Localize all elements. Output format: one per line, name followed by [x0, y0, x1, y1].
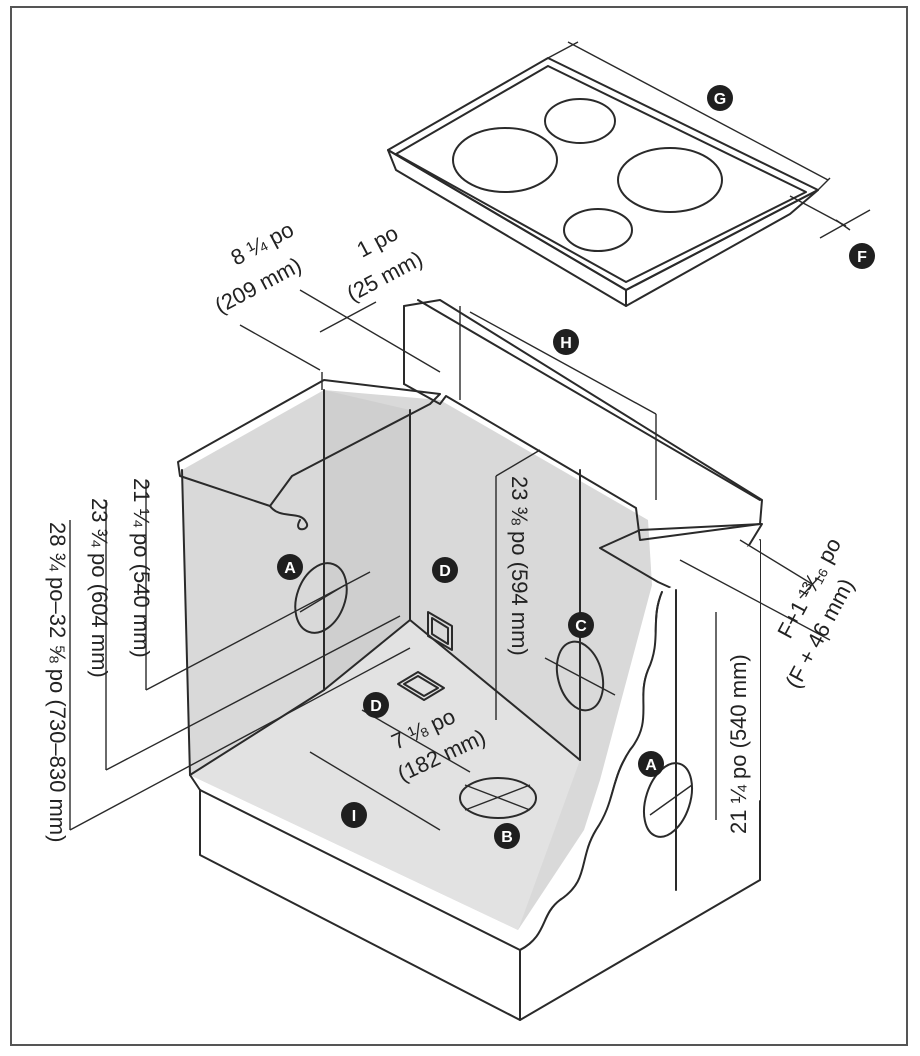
callout-i: I [341, 802, 367, 828]
callout-h: H [553, 329, 579, 355]
burner-small-front [563, 208, 633, 252]
hole-a-left [294, 562, 348, 634]
callout-f-text: F [857, 249, 867, 266]
callout-a-right-text: A [645, 757, 657, 774]
callout-d-floor: D [363, 692, 389, 718]
callout-b: B [494, 823, 520, 849]
countertop-left [177, 379, 441, 507]
cabinet [177, 299, 763, 1021]
label-height-left-3: 28 ¾ po–32 ⅝ po (730–830 mm) [45, 522, 70, 842]
outlet-d-back [427, 611, 453, 651]
cooktop-right-side [625, 189, 819, 307]
countertop-back-strip [403, 299, 763, 541]
callout-i-text: I [352, 808, 356, 825]
label-height-left-1: 21 ¼ po (540 mm) [129, 478, 154, 658]
callout-a-left: A [277, 554, 303, 580]
callout-g-text: G [714, 91, 726, 108]
callout-d-floor-text: D [370, 698, 382, 715]
label-gap-mm: (25 mm) [343, 246, 427, 307]
dimension-g [547, 41, 831, 191]
cooktop-inner-edge [395, 65, 807, 283]
dimension-lines [69, 289, 831, 831]
burner-large-right [617, 147, 723, 213]
dimension-f [789, 195, 871, 239]
burner-small-back [544, 98, 616, 144]
callout-c: C [568, 612, 594, 638]
callout-b-text: B [501, 829, 513, 846]
callout-f: F [849, 243, 875, 269]
diagram-frame [10, 6, 908, 1046]
hole-c [555, 640, 605, 712]
label-height-left-2: 23 ¾ po (604 mm) [87, 498, 112, 678]
cabinet-floor [190, 620, 580, 930]
label-height-right: 21 ¼ po (540 mm) [726, 654, 751, 834]
hole-b [459, 777, 537, 819]
callout-d-back-text: D [439, 563, 451, 580]
label-width-back: 23 ⅜ po (594 mm) [507, 476, 532, 656]
cabinet-left-wall-shade [324, 390, 410, 690]
cabinet-right-panel [520, 540, 760, 950]
countertop-left-cut [269, 505, 309, 531]
callout-h-text: H [560, 335, 572, 352]
outlet-d-floor [397, 671, 445, 701]
label-depth-mm: (209 mm) [211, 252, 306, 318]
callout-d-back: D [432, 557, 458, 583]
cooktop [387, 57, 819, 307]
burner-large-left [452, 127, 558, 193]
callout-a-right: A [638, 751, 664, 777]
callout-a-left-text: A [284, 560, 296, 577]
cabinet-left-edge [181, 469, 191, 776]
callout-c-text: C [575, 618, 587, 635]
hole-a-right [643, 762, 693, 838]
callout-g: G [707, 85, 733, 111]
cooktop-front-side [387, 149, 627, 307]
